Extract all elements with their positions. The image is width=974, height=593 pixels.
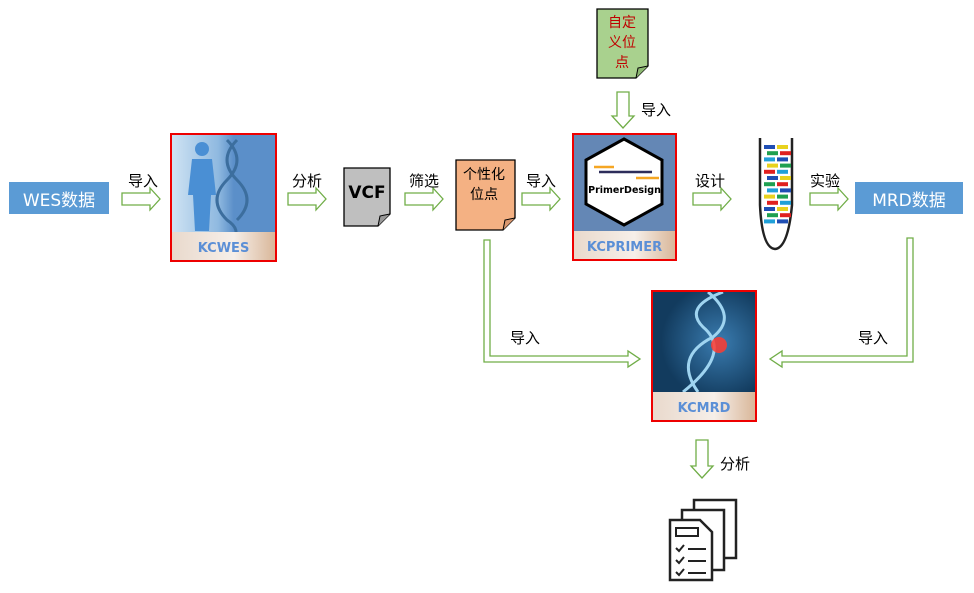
label-import-custom: 导入 [641, 101, 672, 119]
label-import-personal: 导入 [510, 329, 541, 347]
arrow-mrd-to-kcmrd [768, 237, 914, 369]
arrow-import2 [521, 186, 561, 212]
tube-band [767, 151, 778, 156]
label-import2: 导入 [526, 172, 557, 190]
tube-band [777, 157, 788, 162]
arrow-personal-to-mrd [483, 239, 642, 369]
tube-band [767, 163, 778, 168]
tube-band [764, 207, 775, 211]
arrow-filter [404, 186, 444, 212]
tube-band [780, 200, 791, 205]
label-filter: 筛选 [409, 172, 440, 190]
tube-icon [758, 138, 794, 251]
tube-band [780, 151, 791, 156]
kcprimer-label: KCPRIMER [574, 231, 675, 259]
tube-band [767, 213, 778, 218]
primerdesign-text: PrimerDesign [588, 185, 661, 196]
tube-band [764, 145, 775, 149]
report-icon [668, 498, 738, 582]
vcf-label: VCF [348, 183, 386, 203]
label-experiment: 实验 [810, 172, 841, 190]
tube-band [777, 169, 788, 174]
tube-band [764, 182, 775, 187]
tube-band [767, 176, 778, 180]
label-import1: 导入 [128, 172, 159, 190]
tube-band [780, 176, 791, 180]
tube-band [767, 200, 778, 205]
arrow-design [692, 186, 732, 212]
tube-band [777, 145, 788, 149]
arrow-experiment [809, 186, 849, 212]
label-import-mrd: 导入 [858, 329, 889, 347]
tube-band [777, 182, 788, 187]
kcwes-label: KCWES [172, 232, 275, 260]
tube-band [764, 169, 775, 174]
arrow-analyze1 [287, 186, 327, 212]
arrow-analyze2 [689, 439, 715, 479]
tube-band [780, 188, 791, 193]
personal-sites-label: 个性化位点 [463, 167, 505, 203]
tube-band [764, 194, 775, 199]
tube-band [764, 219, 775, 224]
kcprimer-tool[interactable]: PrimerDesign KCPRIMER [572, 133, 677, 261]
label-analyze2: 分析 [720, 455, 751, 473]
human-dna-icon [188, 138, 249, 240]
kcwes-tool[interactable]: KCWES [170, 133, 277, 262]
kcmrd-label: KCMRD [653, 392, 755, 420]
tube-band [777, 194, 788, 199]
tube-band [777, 219, 788, 224]
arrow-import1 [121, 186, 161, 212]
arrow-import-custom [610, 91, 636, 129]
mrd-data-node: MRD数据 [855, 182, 963, 214]
label-design: 设计 [695, 172, 726, 190]
tube-band [780, 163, 791, 168]
dna-icon [682, 292, 727, 394]
tube-band [767, 188, 778, 193]
wes-data-node: WES数据 [9, 182, 109, 214]
kcmrd-tool[interactable]: KCMRD [651, 290, 757, 422]
primerdesign-logo [584, 137, 664, 227]
tube-band [777, 207, 788, 211]
tube-band [764, 157, 775, 162]
tube-band [780, 213, 791, 218]
label-analyze1: 分析 [292, 172, 323, 190]
custom-sites-label: 自定义位点 [608, 15, 636, 71]
